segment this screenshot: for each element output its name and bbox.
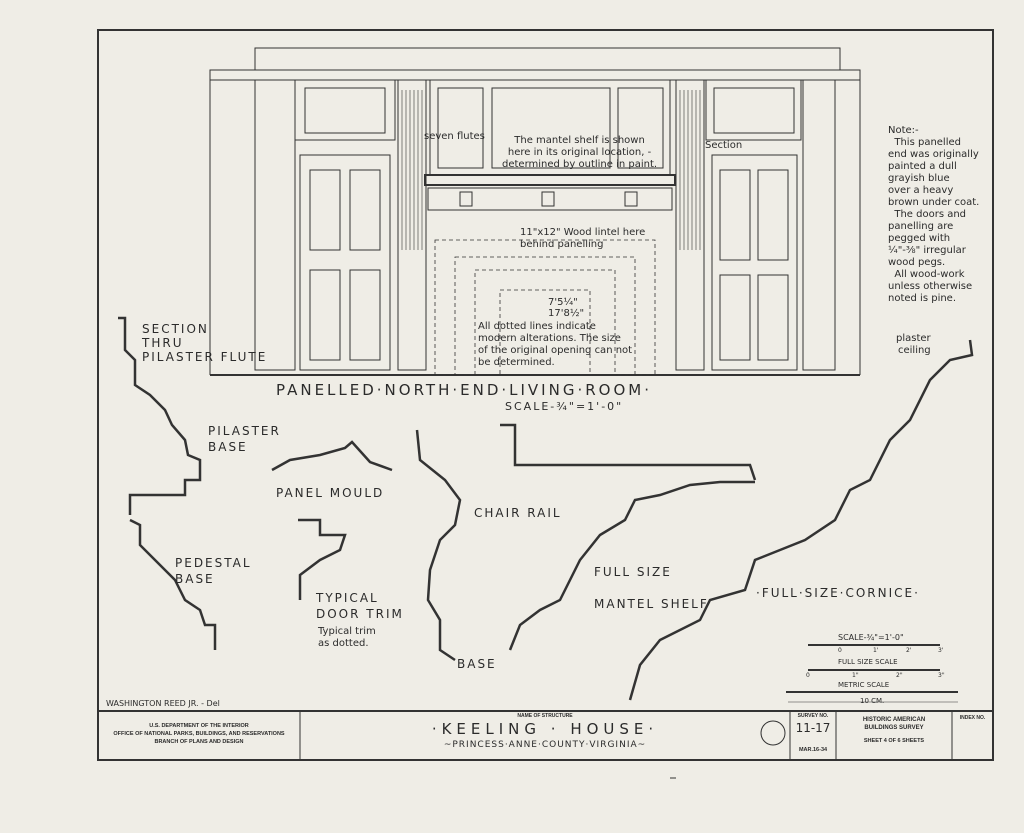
scale-tick: 1'	[873, 647, 879, 654]
scale-tick: 3"	[938, 672, 945, 679]
metric-length: 10 CM.	[860, 697, 885, 705]
survey-number: 11-17	[795, 721, 831, 735]
full-size-scale-label: FULL SIZE SCALE	[838, 658, 898, 666]
sheet-number: SHEET 4 OF 6 SHEETS	[863, 738, 925, 744]
label-chair-rail: CHAIR RAIL	[474, 506, 562, 520]
mantel-note: The mantel shelf is shown here in its or…	[502, 135, 658, 170]
scale-tick: 1"	[852, 672, 859, 679]
label-seven-flutes: seven flutes	[424, 131, 485, 142]
label-plaster-ceiling: plaster ceiling	[896, 333, 931, 356]
moulding-profiles	[118, 316, 974, 701]
lintel-note: 11"x12" Wood lintel here behind panellin…	[520, 227, 646, 250]
dotted-lines-note: All dotted lines indicate modern alterat…	[478, 321, 633, 368]
seal	[760, 720, 786, 746]
label-full-size-cornice: ·FULL·SIZE·CORNICE·	[756, 586, 920, 600]
agency: U.S. DEPARTMENT OF THE INTERIOR OFFICE O…	[113, 723, 285, 745]
scale-label: SCALE-¾"=1'-0"	[838, 633, 904, 642]
scale-tick: 3'	[938, 647, 944, 654]
structure-name: ·KEELING · HOUSE·	[431, 720, 659, 738]
metric-scale-label: METRIC SCALE	[838, 681, 890, 689]
index-no-label: INDEX NO.	[959, 715, 986, 721]
delineator-signature: WASHINGTON REED JR. - Del	[106, 699, 220, 708]
scale-tick: 0	[838, 647, 842, 654]
label-full-size-mantel-shelf: FULL SIZE MANTEL SHELF	[594, 565, 709, 611]
survey-date: MAR.16-34	[798, 747, 828, 753]
typical-trim-note: Typical trim as dotted.	[318, 626, 376, 649]
scale-tick: 0	[806, 672, 810, 679]
scale-tick: 2'	[906, 647, 912, 654]
dimension-width: 7'5¼"	[548, 297, 578, 308]
scale-bars	[786, 644, 958, 703]
finish-note: Note:- This panelled end was originally …	[888, 125, 980, 304]
label-typical-door-trim: TYPICAL DOOR TRIM	[316, 591, 404, 621]
label-section-thru-pilaster-flute: SECTION THRU PILASTER FLUTE	[142, 322, 268, 364]
survey-name: HISTORIC AMERICAN BUILDINGS SURVEY	[862, 717, 926, 731]
label-section: Section	[705, 140, 743, 151]
name-of-structure-label: NAME OF STRUCTURE	[517, 713, 573, 719]
structure-location: ~PRINCESS·ANNE·COUNTY·VIRGINIA~	[443, 740, 647, 750]
label-pilaster-base: PILASTER BASE	[208, 424, 281, 454]
label-pedestal-base: PEDESTAL BASE	[175, 556, 252, 586]
label-base: BASE	[457, 657, 497, 671]
label-panel-mould: PANEL MOULD	[276, 486, 385, 500]
dimension-total: 17'8½"	[548, 308, 585, 319]
scale-tick: 2"	[896, 672, 903, 679]
elevation-drawing	[209, 47, 861, 376]
elevation-title: PANELLED·NORTH·END·LIVING·ROOM·	[276, 381, 652, 399]
survey-no-label: SURVEY NO.	[797, 713, 829, 719]
elevation-scale: SCALE-¾"=1'-0"	[505, 400, 624, 413]
sheet-border	[97, 29, 994, 761]
